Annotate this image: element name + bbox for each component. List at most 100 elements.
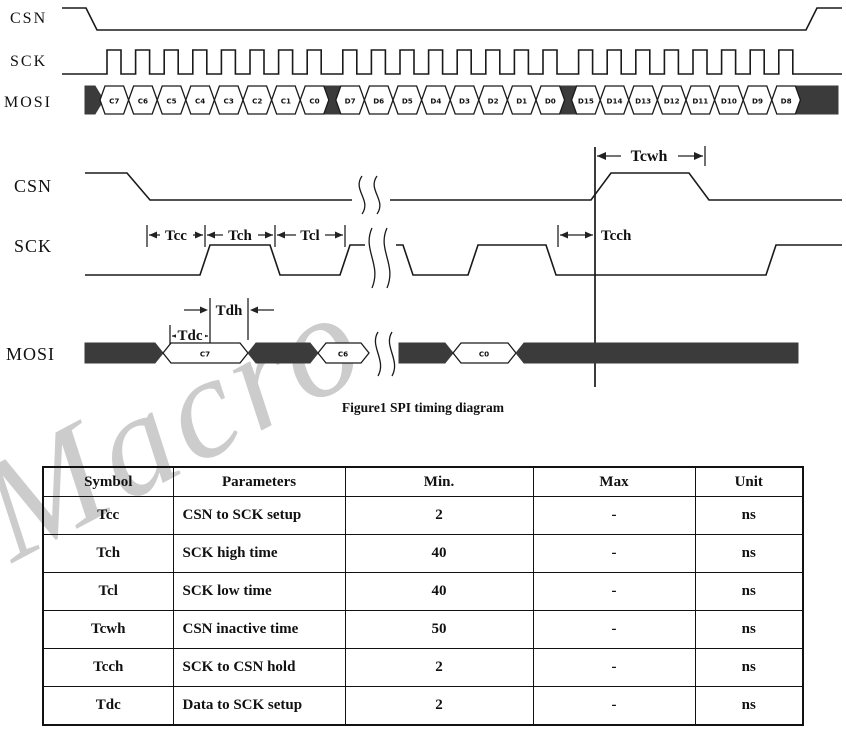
- table-row: Tch SCK high time 40 - ns: [42, 534, 804, 573]
- symbol-cell: Tcwh: [42, 610, 174, 649]
- mosi-bit-label: D0: [545, 97, 556, 106]
- mosi-bit-label: C5: [166, 97, 176, 106]
- mosi-bit-label: D14: [607, 97, 623, 106]
- unit-cell: ns: [694, 648, 804, 687]
- min-cell: 2: [344, 496, 534, 535]
- symbol-cell: Tcl: [42, 572, 174, 611]
- symbol-cell: Tcch: [42, 648, 174, 687]
- mosi-bit-label: D11: [692, 97, 708, 106]
- mosi-bit-cell: [535, 85, 566, 115]
- unit-cell: ns: [694, 534, 804, 573]
- mosi-bit-label: C1: [281, 97, 291, 106]
- sck-trace: [85, 227, 842, 289]
- csn-signal-label: CSN: [14, 176, 52, 196]
- mosi-bit-label: C2: [252, 97, 262, 106]
- header-min: Min.: [344, 466, 534, 497]
- sck-signal-label: SCK: [14, 236, 52, 256]
- mosi-bit-label: D7: [345, 97, 356, 106]
- max-cell: -: [532, 648, 696, 687]
- min-cell: 2: [344, 648, 534, 687]
- table-row: Tcl SCK low time 40 - ns: [42, 572, 804, 611]
- unit-cell: ns: [694, 686, 804, 726]
- mosi-cell: [317, 342, 370, 364]
- mosi-bit-label: C4: [195, 97, 205, 106]
- csn-signal-label: CSN: [10, 10, 47, 27]
- mosi-bit-label: D8: [781, 97, 792, 106]
- min-cell: 50: [344, 610, 534, 649]
- mosi-cell-label: C7: [200, 350, 210, 359]
- tdh-measurement: Tdh: [184, 298, 274, 347]
- max-cell: -: [532, 610, 696, 649]
- header-unit: Unit: [694, 466, 804, 497]
- tdc-measurement: Tdc: [169, 325, 208, 347]
- figure-caption: Figure1 SPI timing diagram: [341, 400, 505, 415]
- header-max: Max: [532, 466, 696, 497]
- mosi-bit-label: D12: [664, 97, 680, 106]
- sck-trace: [62, 49, 842, 75]
- timing-parameters-table: Symbol Parameters Min. Max Unit Tcc CSN …: [42, 466, 804, 726]
- mosi-bit-label: D9: [752, 97, 763, 106]
- tcl-label: Tcl: [300, 228, 319, 244]
- table-row: Tcch SCK to CSN hold 2 - ns: [42, 648, 804, 687]
- tdh-label: Tdh: [216, 303, 243, 319]
- tcc-tch-tcl-measurements: Tcc Tch Tcl: [146, 225, 346, 247]
- tcwh-label: Tcwh: [631, 148, 668, 165]
- break-mark: [358, 175, 366, 215]
- header-parameters: Parameters: [172, 466, 346, 497]
- mosi-bit-label: C7: [109, 97, 119, 106]
- symbol-cell: Tch: [42, 534, 174, 573]
- symbol-cell: Tdc: [42, 686, 174, 726]
- mosi-bit-label: D5: [402, 97, 413, 106]
- break-mark: [388, 331, 396, 377]
- break-mark: [383, 227, 391, 289]
- mosi-bit-label: D3: [459, 97, 470, 106]
- mosi-bit-label: D1: [516, 97, 527, 106]
- table-header-row: Symbol Parameters Min. Max Unit: [42, 466, 804, 497]
- max-cell: -: [532, 686, 696, 726]
- mosi-bit-label: D10: [721, 97, 737, 106]
- mosi-trace: C7 C6 C0: [84, 331, 799, 377]
- mosi-bit-label: C3: [224, 97, 234, 106]
- tch-label: Tch: [228, 228, 252, 244]
- tcwh-measurement: Tcwh: [597, 146, 706, 166]
- min-cell: 40: [344, 572, 534, 611]
- tdc-label: Tdc: [177, 328, 202, 344]
- csn-trace: [62, 7, 842, 31]
- mosi-bit-cell: [771, 85, 802, 115]
- mosi-cell-label: C0: [479, 350, 489, 359]
- table-row: Tdc Data to SCK setup 2 - ns: [42, 686, 804, 726]
- min-cell: 40: [344, 534, 534, 573]
- mosi-bit-label: D13: [635, 97, 651, 106]
- mosi-bit-label: D4: [430, 97, 441, 106]
- mosi-cell-label: C6: [338, 350, 348, 359]
- csn-trace: [85, 172, 842, 215]
- parameter-cell: CSN inactive time: [172, 610, 346, 649]
- mosi-signal-label: MOSI: [6, 344, 55, 364]
- break-mark: [368, 227, 376, 289]
- break-mark: [373, 175, 381, 215]
- break-mark: [374, 331, 382, 377]
- detail-timing-diagram: Tcwh CSN Tcc Tch: [6, 146, 842, 387]
- parameter-cell: CSN to SCK setup: [172, 496, 346, 535]
- max-cell: -: [532, 534, 696, 573]
- parameter-cell: SCK to CSN hold: [172, 648, 346, 687]
- header-symbol: Symbol: [42, 466, 174, 497]
- parameter-cell: SCK high time: [172, 534, 346, 573]
- unit-cell: ns: [694, 572, 804, 611]
- mosi-signal-label: MOSI: [4, 94, 52, 111]
- mosi-bit-label: C0: [309, 97, 319, 106]
- unit-cell: ns: [694, 610, 804, 649]
- unit-cell: ns: [694, 496, 804, 535]
- symbol-cell: Tcc: [42, 496, 174, 535]
- tcc-label: Tcc: [165, 228, 187, 244]
- mosi-bit-label: D15: [578, 97, 594, 106]
- tcch-measurement: Tcch: [557, 225, 632, 247]
- mosi-bit-label: D2: [488, 97, 499, 106]
- tcch-label: Tcch: [601, 228, 632, 244]
- parameter-cell: SCK low time: [172, 572, 346, 611]
- max-cell: -: [532, 496, 696, 535]
- table-row: Tcc CSN to SCK setup 2 - ns: [42, 496, 804, 535]
- mosi-bit-label: D6: [373, 97, 384, 106]
